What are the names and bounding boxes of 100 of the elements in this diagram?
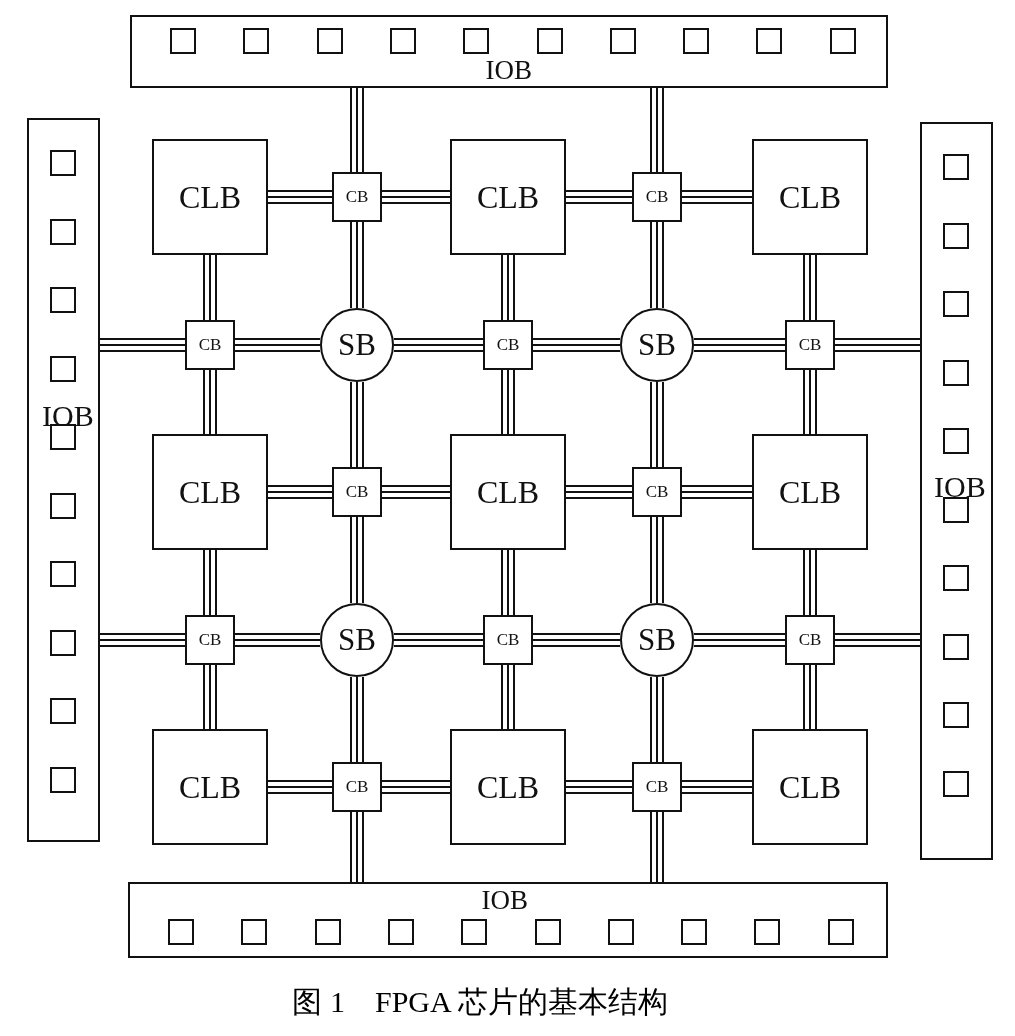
bus-line	[393, 633, 484, 647]
sb-circle: SB	[320, 308, 394, 382]
clb-block: CLB	[752, 434, 868, 550]
cb-box: CB	[483, 320, 533, 370]
cb-box: CB	[185, 320, 235, 370]
bus-line	[565, 780, 633, 794]
bus-line	[565, 190, 633, 204]
sb-circle: SB	[620, 308, 694, 382]
iob-bar	[920, 122, 993, 860]
pad-square	[389, 27, 416, 54]
iob-bar	[130, 15, 888, 88]
clb-block: CLB	[450, 434, 566, 550]
sb-circle: SB	[320, 603, 394, 677]
bus-line	[234, 338, 321, 352]
bus-line	[834, 633, 921, 647]
cb-box: CB	[632, 172, 682, 222]
iob-label: IOB	[485, 56, 532, 84]
bus-line	[381, 190, 451, 204]
pad-square	[49, 629, 76, 656]
pad-square	[942, 633, 969, 660]
bus-line	[501, 664, 515, 730]
pad-square	[536, 27, 563, 54]
cb-box: CB	[785, 320, 835, 370]
pad-square	[243, 27, 270, 54]
clb-block: CLB	[450, 729, 566, 845]
clb-block: CLB	[752, 729, 868, 845]
pad-square	[942, 222, 969, 249]
bus-line	[203, 549, 217, 616]
bus-line	[350, 221, 364, 309]
bus-line	[650, 381, 664, 468]
bus-line	[693, 338, 786, 352]
cb-box: CB	[185, 615, 235, 665]
pad-square	[49, 218, 76, 245]
pad-square	[942, 565, 969, 591]
bus-line	[501, 369, 515, 435]
pad-square	[942, 770, 969, 797]
bus-line	[350, 676, 364, 763]
bus-line	[99, 338, 186, 352]
bus-line	[203, 254, 217, 321]
pad-square	[607, 919, 634, 945]
bus-line	[381, 485, 451, 499]
pad-square	[314, 919, 341, 945]
bus-line	[267, 780, 333, 794]
bus-line	[350, 516, 364, 604]
pad-square	[170, 27, 196, 54]
bus-line	[532, 633, 621, 647]
cb-box: CB	[632, 762, 682, 812]
pad-square	[241, 919, 268, 945]
pad-square	[609, 27, 636, 54]
bus-line	[650, 811, 664, 883]
bus-line	[803, 549, 817, 616]
bus-line	[203, 369, 217, 435]
cb-box: CB	[332, 172, 382, 222]
clb-block: CLB	[450, 139, 566, 255]
iob-label: IOB	[934, 470, 986, 504]
bus-line	[650, 221, 664, 309]
bus-line	[234, 633, 321, 647]
pad-square	[681, 919, 708, 945]
pad-square	[49, 561, 76, 587]
pad-square	[683, 27, 710, 54]
pad-square	[316, 27, 343, 54]
bus-line	[393, 338, 484, 352]
cb-box: CB	[632, 467, 682, 517]
cb-box: CB	[332, 762, 382, 812]
bus-line	[650, 87, 664, 173]
bus-line	[501, 549, 515, 616]
pad-square	[942, 291, 969, 317]
bus-line	[501, 254, 515, 321]
iob-bar	[128, 882, 888, 958]
pad-square	[49, 492, 76, 519]
clb-block: CLB	[152, 434, 268, 550]
pad-square	[534, 919, 561, 945]
bus-line	[267, 485, 333, 499]
bus-line	[532, 338, 621, 352]
pad-square	[49, 355, 76, 382]
bus-line	[834, 338, 921, 352]
clb-block: CLB	[752, 139, 868, 255]
cb-box: CB	[785, 615, 835, 665]
pad-square	[168, 919, 194, 945]
bus-line	[350, 87, 364, 173]
pad-square	[49, 150, 76, 176]
bus-line	[681, 780, 753, 794]
bus-line	[681, 190, 753, 204]
figure-caption: 图 1 FPGA 芯片的基本结构	[291, 984, 669, 1020]
clb-block: CLB	[152, 139, 268, 255]
pad-square	[387, 919, 414, 945]
pad-square	[942, 496, 969, 523]
bus-line	[803, 369, 817, 435]
pad-square	[829, 27, 856, 54]
cb-box: CB	[483, 615, 533, 665]
bus-line	[650, 516, 664, 604]
bus-line	[350, 381, 364, 468]
bus-line	[681, 485, 753, 499]
bus-line	[267, 190, 333, 204]
pad-square	[49, 766, 76, 793]
bus-line	[203, 664, 217, 730]
pad-square	[49, 287, 76, 313]
pad-square	[942, 428, 969, 454]
bus-line	[693, 633, 786, 647]
pad-square	[461, 919, 488, 945]
